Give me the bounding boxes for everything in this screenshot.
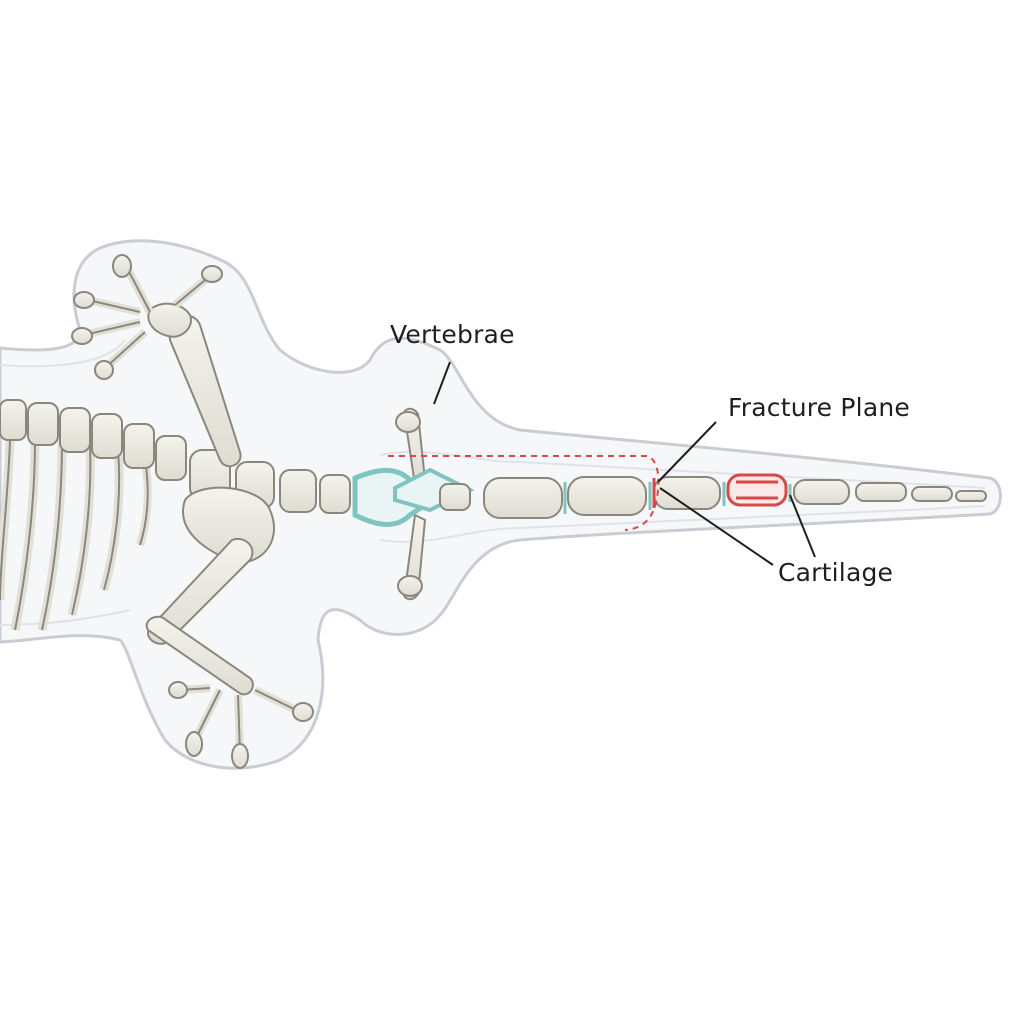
cartilage-leader-2 [789, 494, 816, 558]
caudal-vertebrae [483, 476, 987, 519]
hind-limb [145, 486, 314, 769]
fracture-plane-label: Fracture Plane [728, 393, 910, 422]
pelvic-vertebra [352, 407, 475, 601]
fracture-vertebra [652, 473, 788, 508]
front-limb [71, 254, 242, 468]
body-inner-outline [0, 339, 986, 626]
fracture-plane-leader [657, 421, 717, 483]
leader-lines [433, 361, 816, 566]
ribcage [0, 439, 152, 631]
vertebrae-label: Vertebrae [390, 320, 515, 349]
fracture-plane-dashed-line [388, 455, 660, 531]
cartilage-septa [563, 482, 792, 514]
cartilage-leader-1 [659, 487, 774, 566]
vertebrae-leader [433, 361, 451, 405]
cartilage-label: Cartilage [778, 558, 894, 587]
